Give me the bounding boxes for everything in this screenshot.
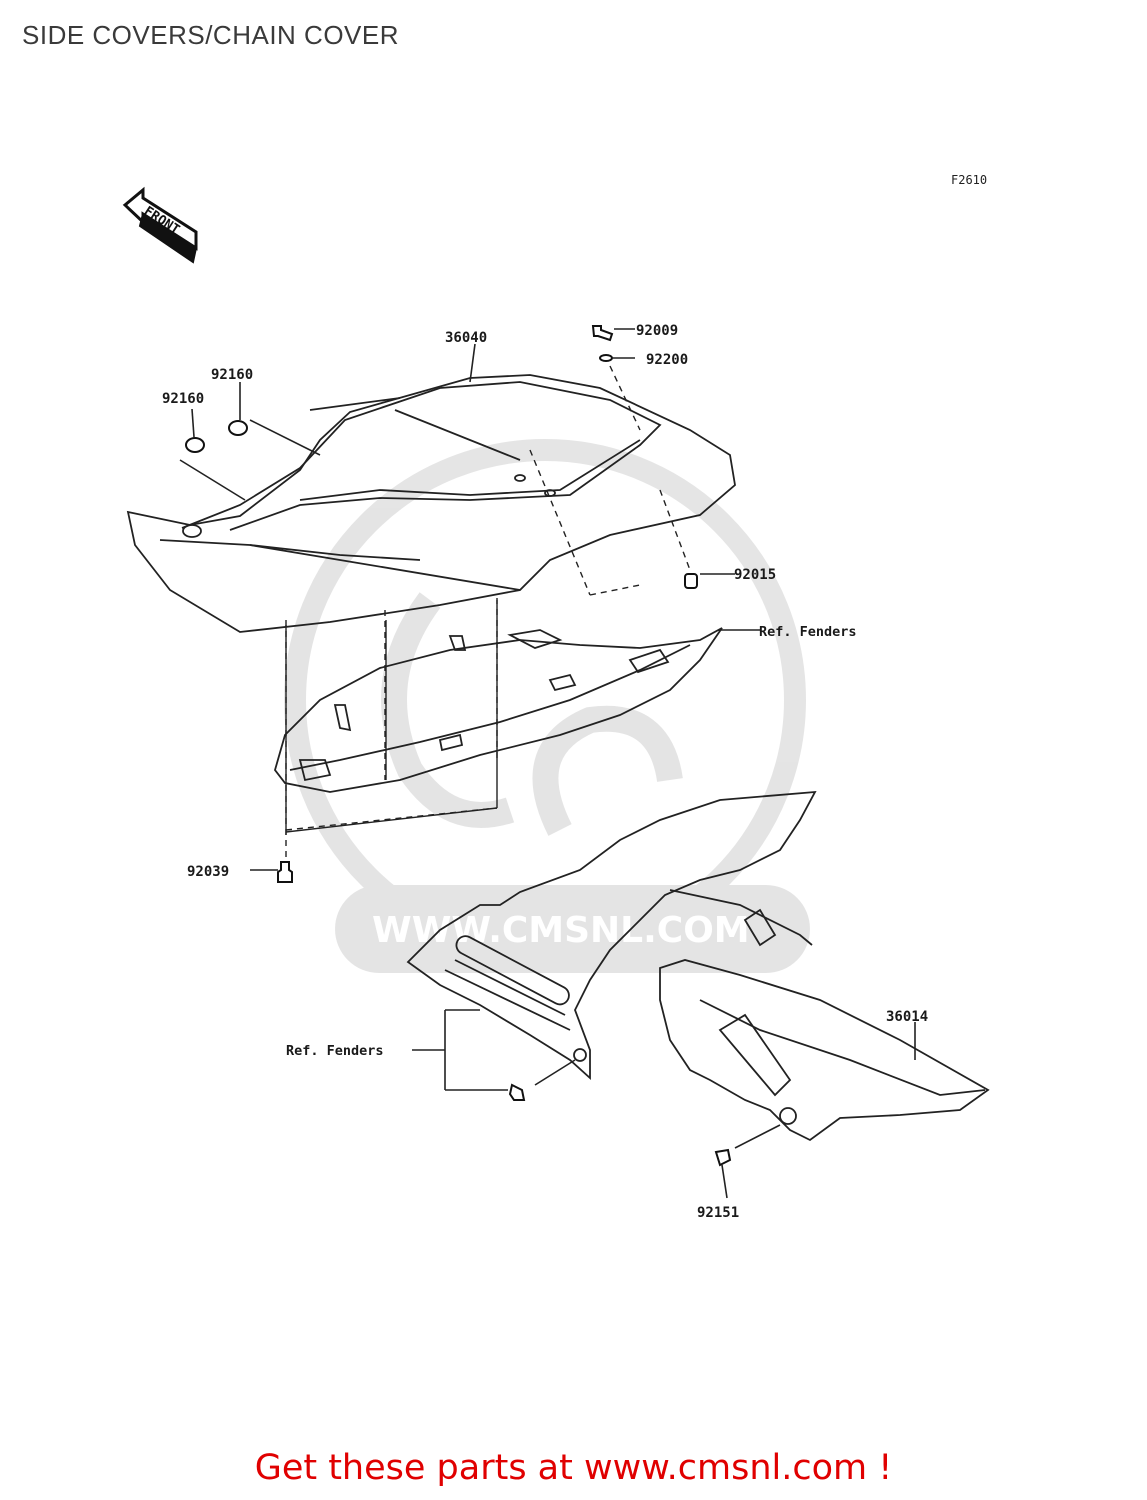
hardware [185,325,732,1167]
grommet-92160-b-icon [228,420,248,436]
solid-drop-leaders [285,600,498,835]
screw-92009-icon [591,325,614,342]
label-36040: 36040 [445,330,487,346]
label-92160-b: 92160 [162,391,204,407]
bolt-92039-icon [277,861,293,883]
bolt-92151-icon [714,1148,732,1167]
front-arrow-icon: FRONT [122,186,198,264]
label-36014: 36014 [886,1009,928,1025]
label-92039: 92039 [187,864,229,880]
label-92200: 92200 [646,352,688,368]
cta-link[interactable]: Get these parts at www.cmsnl.com ! [254,1448,893,1488]
figure-code: F2610 [951,173,988,187]
watermark: WWW.CMSNL.COM [284,439,810,973]
inner-fender [274,627,723,793]
bolt-lower-ref-icon [508,1083,526,1101]
washer-92200-icon [599,354,613,362]
grommet-92160-a-icon [185,437,205,453]
label-ref-fenders-lower: Ref. Fenders [286,1043,384,1059]
leader-lines [179,328,916,1199]
label-92009: 92009 [636,323,678,339]
label-ref-fenders-upper: Ref. Fenders [759,624,857,640]
side-cover-36040 [126,374,736,633]
bolt-92015-icon [684,573,698,589]
label-92015: 92015 [734,567,776,583]
chain-cover-36014 [406,790,990,1142]
dashed-leaders [285,365,691,860]
label-92151: 92151 [697,1205,739,1221]
page-title: SIDE COVERS/CHAIN COVER [22,20,400,50]
watermark-text: WWW.CMSNL.COM [372,910,750,951]
label-92160-a: 92160 [211,367,253,383]
